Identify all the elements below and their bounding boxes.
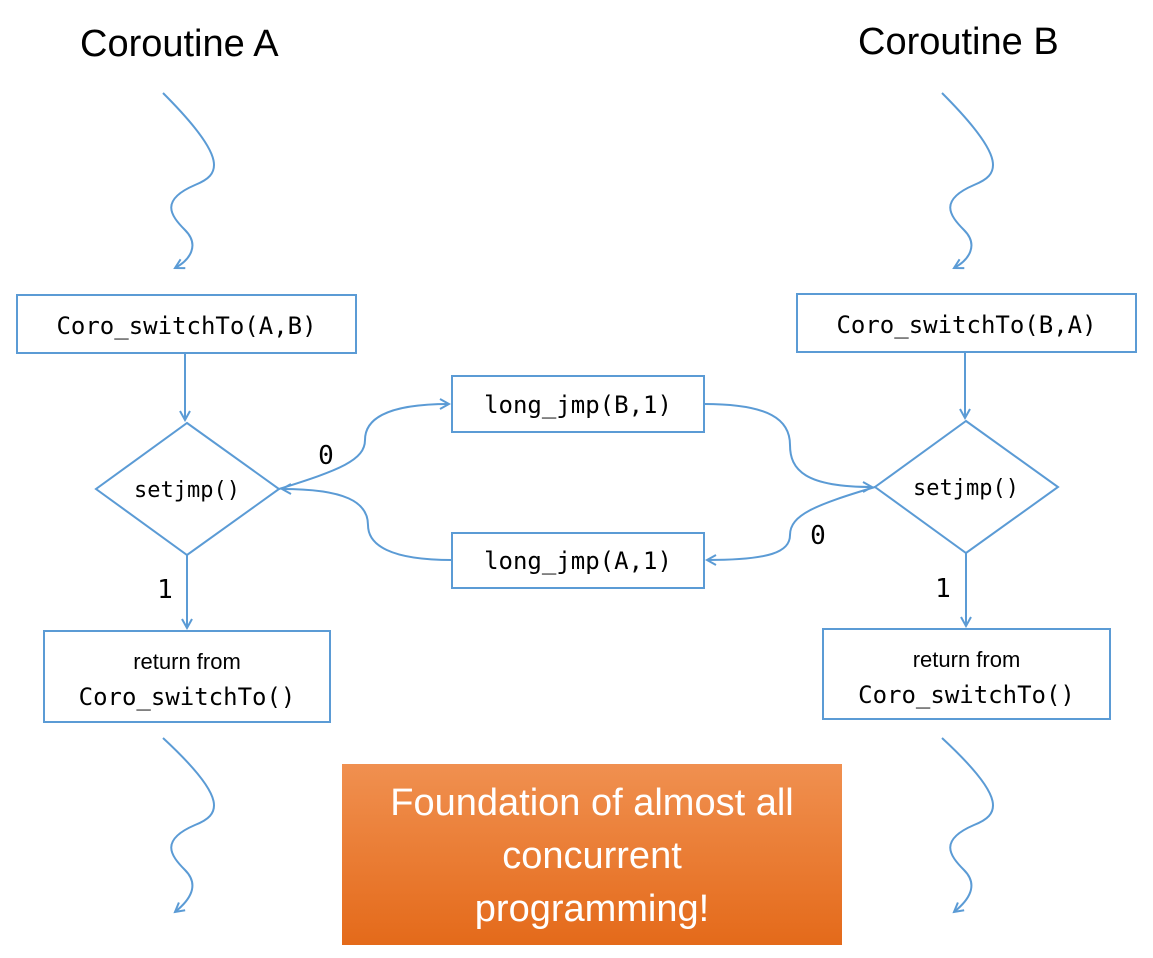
coroutine-a-title: Coroutine A — [80, 23, 279, 65]
a-zero-label: 0 — [318, 441, 334, 471]
coroutine-a-return-line1: return from — [133, 649, 241, 674]
coroutine-a-return-line2: Coro_switchTo() — [79, 683, 296, 711]
coroutine-b-switch-label: Coro_switchTo(B,A) — [836, 311, 1096, 339]
coroutine-b-outgoing-wavy-line — [941, 737, 994, 912]
coroutine-b-return-line2: Coro_switchTo() — [858, 681, 1075, 709]
callout-line3: programming! — [475, 888, 709, 930]
callout-line1: Foundation of almost all — [390, 782, 793, 824]
coroutine-b-one-label: 1 — [935, 574, 951, 604]
coroutine-b-setjmp-label: setjmp() — [913, 476, 1019, 501]
long-jmp-a-box — [451, 532, 705, 589]
b-zero-label: 0 — [810, 521, 826, 551]
coroutine-a-one-label: 1 — [157, 575, 173, 605]
coroutine-a-setjmp-label: setjmp() — [134, 478, 240, 503]
coroutine-a-outgoing-wavy-line — [162, 737, 215, 912]
long-jmp-b-to-b-setjmp-curve — [703, 403, 872, 487]
callout-line2: concurrent — [502, 835, 682, 877]
coroutine-a-switch-box — [16, 294, 357, 354]
coroutine-b-switch-box — [796, 293, 1137, 353]
callout-box — [342, 764, 842, 945]
coroutine-b-return-box — [822, 628, 1111, 720]
coroutine-b-incoming-wavy-line — [941, 92, 994, 268]
coroutine-a-switch-label: Coro_switchTo(A,B) — [56, 312, 316, 340]
coroutine-a-return-box — [43, 630, 331, 723]
coroutine-b-return-line1: return from — [913, 647, 1021, 672]
b-setjmp-to-long-jmp-a-curve — [707, 486, 876, 560]
long-jmp-a-to-a-setjmp-curve — [282, 489, 453, 561]
coroutine-b-title: Coroutine B — [858, 21, 1059, 63]
long-jmp-a-label: long_jmp(A,1) — [484, 547, 672, 575]
a-setjmp-to-long-jmp-b-curve — [278, 404, 449, 490]
long-jmp-b-label: long_jmp(B,1) — [484, 391, 672, 419]
coroutine-a-incoming-wavy-line — [162, 92, 215, 268]
